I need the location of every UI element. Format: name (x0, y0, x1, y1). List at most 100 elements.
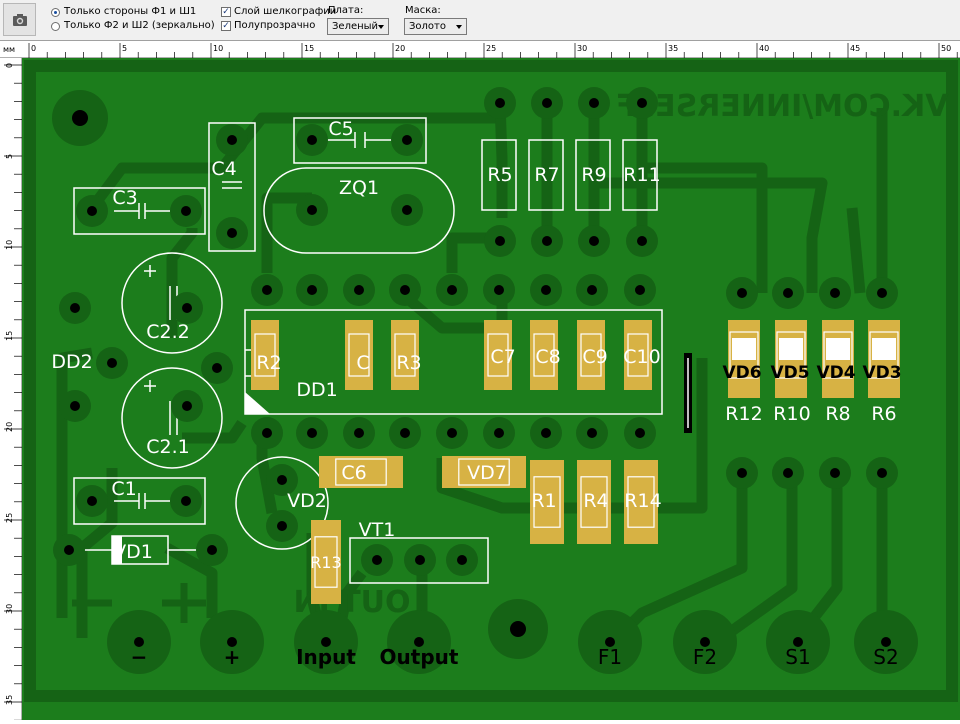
label-c1: C1 (111, 478, 136, 500)
drill-hole (70, 401, 80, 411)
label-r2: R2 (256, 352, 281, 374)
screenshot-button[interactable] (3, 3, 36, 36)
drill-hole (637, 236, 647, 246)
terminal-s1-label: S1 (785, 645, 810, 669)
label-r5: R5 (487, 164, 512, 186)
label-r3: R3 (396, 352, 421, 374)
ruler-top-label: 5 (122, 44, 127, 53)
label-r7: R7 (534, 164, 559, 186)
smd-pad (530, 460, 564, 544)
silkscreen-checkbox[interactable]: ✓ (221, 7, 231, 17)
smd-pad-outline (314, 536, 338, 588)
drill-hole (494, 428, 504, 438)
terminal-plus-label: + (224, 645, 241, 669)
ruler-top-label: 15 (304, 44, 314, 53)
ruler-top-label: 30 (577, 44, 587, 53)
side-option-2-radio[interactable] (51, 22, 60, 31)
silkscreen-label: Слой шелкографии (234, 6, 337, 17)
translucent-checkbox[interactable]: ✓ (221, 21, 231, 31)
side-option-1-label: Только стороны Ф1 и Ш1 (64, 6, 197, 17)
drill-hole (737, 468, 747, 478)
label-r6: R6 (871, 403, 896, 425)
smd-pad (251, 320, 279, 390)
side-option-1-radio[interactable] (51, 8, 60, 17)
label-r1: R1 (531, 490, 556, 512)
mirror-text: VK.COM/INNERSELF (616, 89, 949, 124)
drill-hole (354, 428, 364, 438)
mask-color-select[interactable]: Золото (404, 18, 467, 35)
terminal-s2-label: S2 (873, 645, 898, 669)
ruler-left-label: 30 (5, 604, 14, 614)
smd-pad (391, 320, 419, 390)
drill-hole (64, 545, 74, 555)
drill-hole (87, 496, 97, 506)
drill-hole (877, 468, 887, 478)
drill-hole (589, 98, 599, 108)
ruler-top-label: 0 (31, 44, 36, 53)
board-color-select[interactable]: Зеленый (327, 18, 389, 35)
led-body (779, 338, 803, 360)
drill-hole (227, 135, 237, 145)
label-c4: C4 (211, 158, 236, 180)
pcb-canvas[interactable]: VK.COM/INNERSELF OUT IN (22, 58, 960, 720)
drill-hole (87, 206, 97, 216)
drill-hole (637, 98, 647, 108)
drill-hole (354, 285, 364, 295)
drill-hole (402, 135, 412, 145)
drill-hole (181, 206, 191, 216)
smd-pad-outline (394, 333, 416, 377)
drill-hole (542, 98, 552, 108)
ruler-top-label: 20 (395, 44, 405, 53)
smd-pads (251, 320, 900, 604)
component-labels: C5 ZQ1 C4 C3 R5 R7 R9 R11 C2.2 C2.1 DD2 … (51, 118, 901, 572)
label-vd4: VD4 (816, 363, 855, 383)
smd-pad-outline (458, 458, 510, 486)
drill-hole (541, 428, 551, 438)
label-r10: R10 (773, 403, 810, 425)
drill-hole (587, 285, 597, 295)
drill-hole (415, 555, 425, 565)
drill-hole (182, 303, 192, 313)
label-r11: R11 (623, 164, 660, 186)
drill-hole (877, 288, 887, 298)
smd-pad-outline (487, 333, 509, 377)
drill-hole (830, 468, 840, 478)
drill-hole (793, 637, 803, 647)
smd-pad (345, 320, 373, 390)
label-c9: C9 (582, 346, 607, 368)
drill-hole (495, 236, 505, 246)
label-vd7: VD7 (467, 462, 507, 484)
smd-pad (319, 456, 403, 488)
label-c22: C2.2 (146, 321, 189, 343)
drill-hole (783, 468, 793, 478)
smd-pad (311, 520, 341, 604)
board-color-value: Зеленый (332, 21, 379, 32)
terminal-f2-label: F2 (693, 645, 717, 669)
ruler-unit: мм (3, 45, 15, 54)
label-c7: C7 (490, 346, 515, 368)
label-c8: C8 (535, 346, 560, 368)
label-r12: R12 (725, 403, 762, 425)
terminal-f1-label: F1 (598, 645, 622, 669)
led-body (826, 338, 850, 360)
smd-pad (577, 460, 611, 544)
drill-hole (134, 637, 144, 647)
label-vd1: VD1 (113, 541, 153, 563)
drill-hole (262, 428, 272, 438)
drill-hole (402, 205, 412, 215)
drill-hole (447, 428, 457, 438)
drill-hole (541, 285, 551, 295)
label-vt1: VT1 (359, 519, 396, 541)
ruler-top-label: 40 (759, 44, 769, 53)
label-r8: R8 (825, 403, 850, 425)
pin1-marker (245, 392, 270, 414)
drill-hole (494, 285, 504, 295)
smd-pad-outline (729, 331, 759, 379)
drill-hole (635, 285, 645, 295)
smd-pad-outline (580, 333, 602, 377)
terminal-labels: − + Input Output F1 F2 S1 S2 (131, 645, 899, 669)
drill-hole (307, 285, 317, 295)
ruler-top-label: 35 (668, 44, 678, 53)
smd-pad-outline (335, 458, 387, 486)
